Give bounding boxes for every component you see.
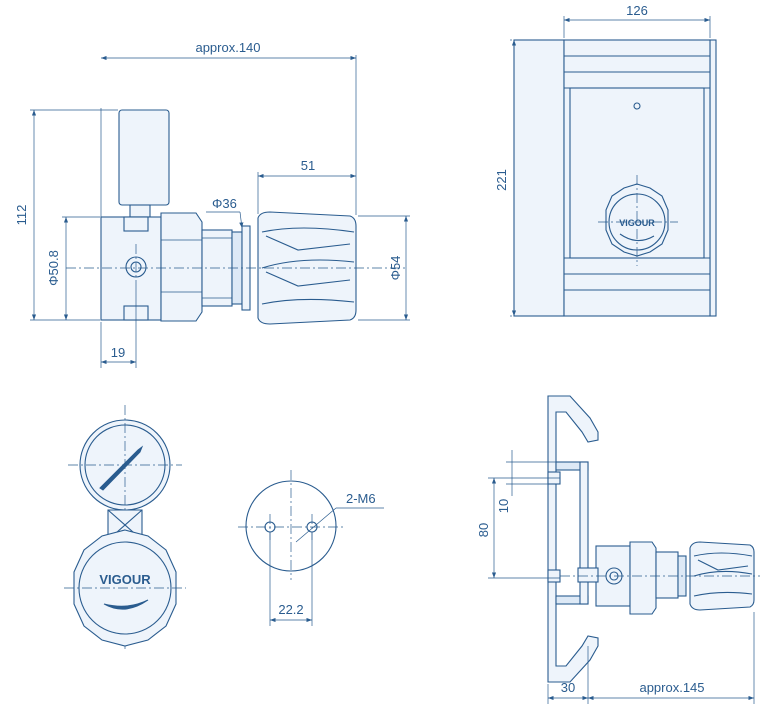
dim-approx-145: approx.145 [639,680,704,695]
large-knob-swoosh [103,599,149,610]
hex-nut [160,212,203,322]
section-port [577,567,599,583]
dim-approx-140: approx.140 [195,40,260,55]
dim-2-m6: 2-M6 [346,491,376,506]
dim-112: 112 [14,205,29,226]
front-panel-view: VIGOUR 126 221 [494,3,717,317]
panel-left-flange [513,39,565,317]
dim-19: 19 [111,345,125,360]
bracket-web [579,461,589,605]
small-knob-swoosh [619,233,655,242]
outlet-stub [547,569,561,583]
panel-cutout-view: 2-M6 22.2 [238,470,384,626]
dim-51: 51 [301,158,315,173]
dim-22-2: 22.2 [278,602,303,617]
dim-80: 80 [476,523,491,537]
gauge-stem [129,204,151,218]
dim-30: 30 [561,680,575,695]
dim-phi36: Φ36 [212,196,237,211]
gauge-body [118,109,170,206]
panel-profile [547,395,599,683]
mounting-hole [633,102,641,110]
small-knob-logo: VIGOUR [619,218,655,228]
side-view: approx.140 51 Φ36 112 Φ50.8 Φ54 19 [14,40,410,368]
regulator-front-view: VIGOUR [64,405,186,650]
dim-phi50-8: Φ50.8 [46,250,61,286]
cutout-circle [245,480,337,572]
dim-10: 10 [496,499,511,513]
gauge-needle [99,445,144,491]
upper-port [123,216,149,232]
mounted-section-view: 10 80 30 approx.145 [476,395,760,704]
dim-126: 126 [626,3,648,18]
large-knob-logo: VIGOUR [99,572,151,587]
panel-right-edge [709,39,717,317]
dim-phi54: Φ54 [388,256,403,281]
section-hex-nut [629,541,657,615]
dim-221: 221 [494,169,509,191]
section-bonnet [655,551,679,599]
